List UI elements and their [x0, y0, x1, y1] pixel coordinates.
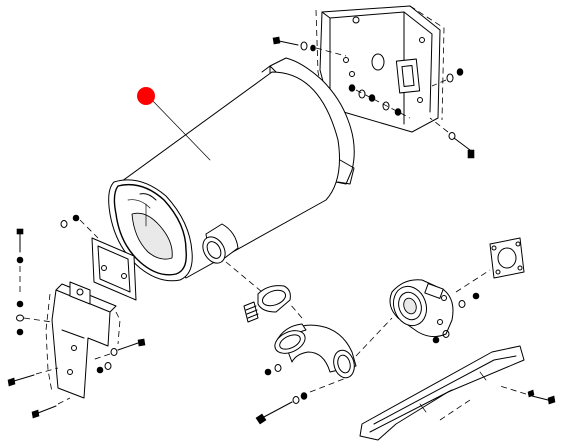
fasteners-left [7, 214, 146, 419]
nut [394, 108, 402, 116]
nut [72, 214, 80, 222]
washer [110, 348, 118, 356]
washer [442, 330, 450, 338]
gasket [489, 237, 525, 279]
nut [472, 292, 480, 300]
nut [456, 68, 464, 76]
hex-bolt [16, 228, 24, 253]
hex-bolt [31, 405, 57, 419]
muffler-body [108, 57, 355, 282]
hex-bolt [255, 392, 308, 425]
hex-bolt [272, 36, 299, 46]
nut [432, 336, 440, 344]
hex-bolt [527, 389, 535, 398]
washer [16, 314, 24, 322]
washer [458, 300, 466, 308]
washer [358, 89, 366, 99]
washer [104, 362, 112, 370]
exhaust-inlet-flange [389, 279, 454, 338]
nut [16, 300, 24, 308]
nut [16, 256, 24, 264]
hex-bolt [7, 374, 35, 387]
washer [446, 73, 454, 83]
heat-shield [359, 345, 525, 441]
washer [448, 132, 456, 140]
hex-bolt [117, 338, 146, 351]
callout [137, 87, 211, 161]
nut [368, 94, 376, 102]
washer [382, 101, 390, 111]
hex-bolt [531, 395, 556, 405]
nut [96, 366, 104, 374]
nut [16, 328, 24, 336]
fasteners-top-right [272, 36, 475, 159]
nut [348, 84, 356, 92]
mounting-bracket-top-right [315, 5, 445, 133]
nut [310, 44, 316, 52]
washer [60, 220, 68, 228]
hex-bolt [453, 137, 475, 159]
callout-marker [137, 87, 155, 105]
washer [274, 364, 282, 372]
exhaust-outlet-elbow [274, 323, 357, 379]
nut [264, 368, 272, 376]
washer [300, 41, 308, 51]
mounting-bracket-left [45, 237, 137, 399]
clamp [243, 285, 291, 323]
fasteners-right [264, 292, 480, 376]
